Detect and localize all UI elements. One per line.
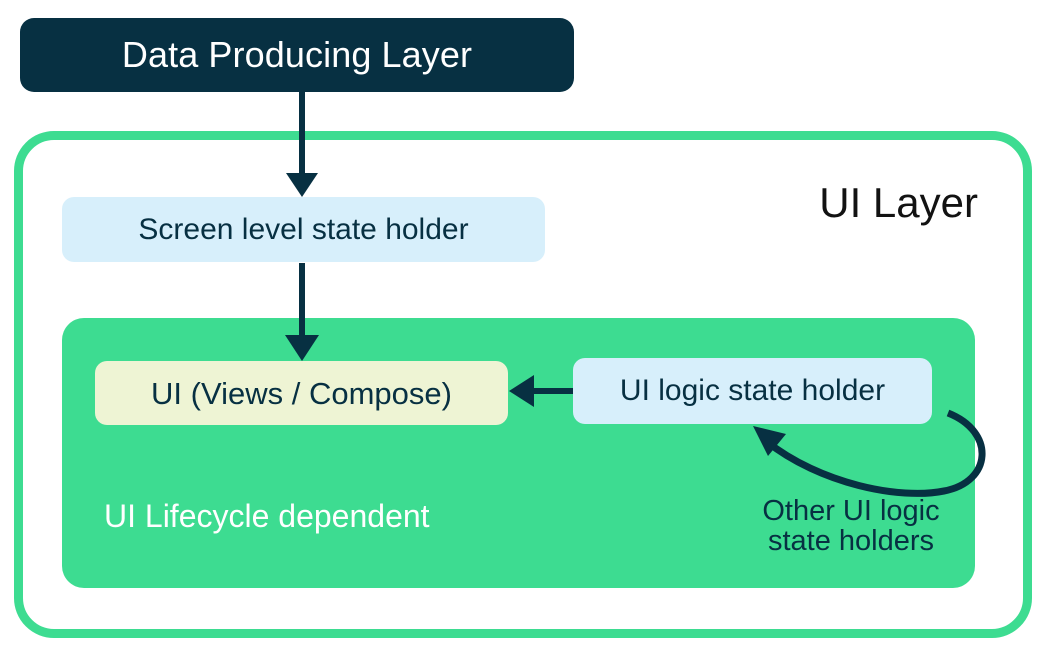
node-ui-views-compose: UI (Views / Compose) [95, 361, 508, 425]
annotation-other-ui-logic-state-holders-line2: state holders [767, 524, 935, 557]
node-data-producing-layer: Data Producing Layer [20, 18, 574, 92]
node-ui-logic-state-holder-label: UI logic state holder [619, 374, 886, 407]
container-ui-layer-label: UI Layer [819, 179, 978, 226]
container-ui-lifecycle-dependent-label: UI Lifecycle dependent [104, 498, 430, 534]
node-screen-level-state-holder: Screen level state holder [62, 197, 545, 262]
node-screen-level-state-holder-label: Screen level state holder [138, 212, 469, 246]
node-ui-views-compose-label: UI (Views / Compose) [151, 375, 452, 411]
container-ui-layer [14, 131, 1032, 638]
annotation-other-ui-logic-state-holders: Other UI logic state holders [745, 495, 957, 557]
node-ui-logic-state-holder: UI logic state holder [573, 358, 932, 424]
node-data-producing-layer-label: Data Producing Layer [121, 34, 473, 75]
annotation-other-ui-logic-state-holders-line1: Other UI logic [762, 495, 940, 527]
